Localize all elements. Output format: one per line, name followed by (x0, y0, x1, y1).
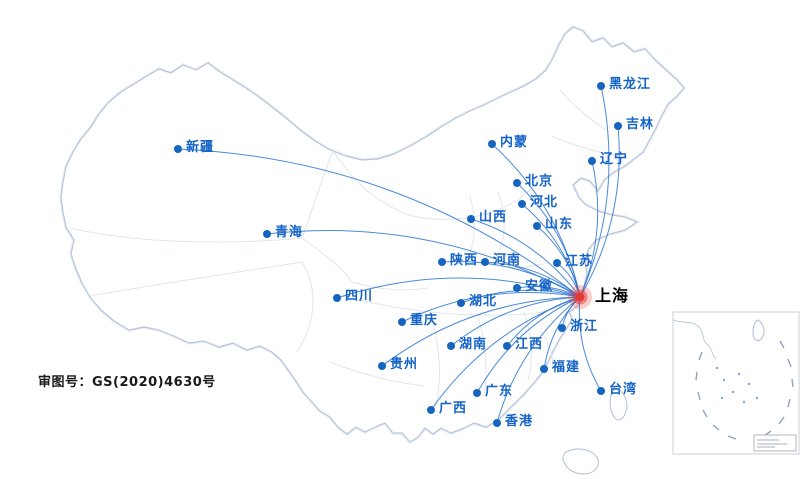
hainan-island (562, 448, 599, 475)
province-dot-新疆 (174, 145, 182, 153)
province-label-辽宁: 辽宁 (600, 152, 629, 167)
route-line-香港 (496, 296, 581, 424)
inset-scale-marks (757, 439, 787, 448)
province-label-福建: 福建 (552, 360, 581, 375)
route-line-陕西 (441, 261, 581, 298)
province-label-河北: 河北 (530, 195, 559, 210)
map-approval-number: 审图号：GS(2020)4630号 (38, 375, 216, 390)
province-dot-辽宁 (588, 157, 596, 165)
province-dot-江西 (503, 342, 511, 350)
province-dot-湖南 (447, 342, 455, 350)
route-lines (177, 85, 620, 424)
province-label-湖南: 湖南 (459, 337, 488, 352)
province-label-广西: 广西 (439, 401, 468, 416)
province-dot-浙江 (558, 324, 566, 332)
province-label-贵州: 贵州 (390, 357, 419, 372)
province-dot-重庆 (398, 318, 406, 326)
inset-nine-dash-line (695, 340, 794, 440)
province-label-吉林: 吉林 (626, 117, 655, 132)
route-line-北京 (516, 182, 581, 298)
inset-scale-box (753, 434, 797, 452)
province-dot-江苏 (553, 259, 561, 267)
province-dot-贵州 (378, 362, 386, 370)
route-line-四川 (336, 277, 581, 299)
route-line-新疆 (177, 148, 581, 298)
province-dot-河南 (481, 258, 489, 266)
route-line-广东 (476, 296, 581, 394)
province-label-重庆: 重庆 (410, 313, 439, 328)
route-line-山西 (470, 218, 581, 298)
china-outline (60, 26, 685, 443)
province-label-内蒙: 内蒙 (500, 135, 529, 150)
taiwan-island (609, 387, 628, 421)
province-label-山西: 山西 (479, 210, 508, 225)
province-label-湖北: 湖北 (469, 294, 498, 309)
province-label-安徽: 安徽 (525, 279, 554, 294)
inset-islands (715, 366, 759, 404)
province-dot-福建 (540, 365, 548, 373)
province-label-河南: 河南 (493, 253, 522, 268)
province-label-江苏: 江苏 (565, 254, 594, 269)
hub-dot (575, 292, 585, 302)
south-china-sea-inset (672, 311, 800, 455)
route-line-河南 (484, 261, 581, 298)
route-line-重庆 (401, 292, 581, 323)
province-label-山东: 山东 (545, 217, 574, 232)
province-dot-北京 (513, 179, 521, 187)
province-label-江西: 江西 (515, 337, 544, 352)
province-dot-陕西 (438, 258, 446, 266)
inset-coastline (672, 319, 717, 360)
route-line-台湾 (578, 296, 602, 392)
province-label-黑龙江: 黑龙江 (609, 77, 652, 92)
province-label-四川: 四川 (345, 289, 374, 304)
province-dot-青海 (263, 230, 271, 238)
route-line-黑龙江 (579, 85, 610, 298)
province-label-北京: 北京 (525, 174, 554, 189)
route-line-山东 (536, 225, 581, 298)
province-dot-山西 (467, 215, 475, 223)
province-dot-广东 (473, 389, 481, 397)
province-label-新疆: 新疆 (186, 140, 215, 155)
hub-marker (568, 285, 592, 309)
inset-taiwan (752, 319, 765, 342)
route-line-辽宁 (579, 160, 599, 298)
route-line-广西 (430, 296, 581, 411)
province-label-陕西: 陕西 (450, 253, 479, 268)
province-dot-内蒙 (488, 140, 496, 148)
province-label-浙江: 浙江 (570, 319, 599, 334)
hub-label: 上海 (595, 286, 630, 305)
inset-frame (672, 311, 800, 455)
province-dot-河北 (518, 200, 526, 208)
province-dot-广西 (427, 406, 435, 414)
province-dot-安徽 (513, 284, 521, 292)
province-dots-layer (174, 82, 622, 427)
province-dot-湖北 (457, 299, 465, 307)
province-dot-黑龙江 (597, 82, 605, 90)
province-label-香港: 香港 (505, 414, 534, 429)
province-dot-台湾 (597, 387, 605, 395)
province-label-青海: 青海 (275, 225, 304, 240)
province-dot-四川 (333, 294, 341, 302)
province-label-台湾: 台湾 (609, 382, 638, 397)
province-dot-山东 (533, 222, 541, 230)
route-line-贵州 (381, 296, 581, 367)
province-dot-香港 (493, 419, 501, 427)
route-line-福建 (543, 296, 581, 370)
province-label-广东: 广东 (485, 384, 514, 399)
province-dot-吉林 (614, 122, 622, 130)
route-line-湖南 (450, 296, 581, 347)
route-line-吉林 (579, 125, 620, 298)
